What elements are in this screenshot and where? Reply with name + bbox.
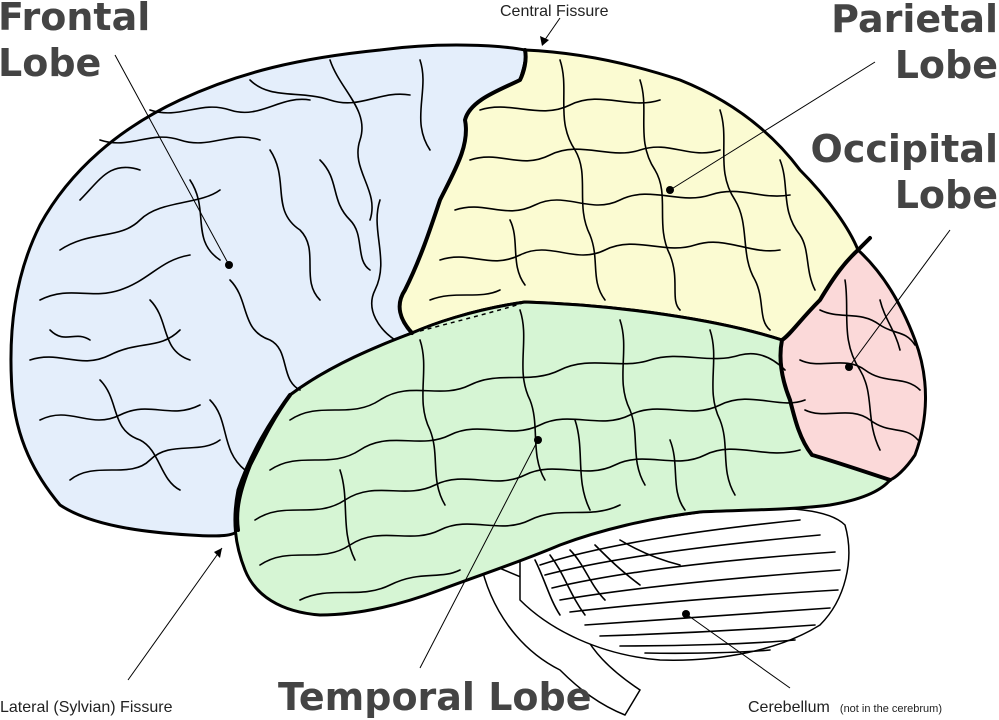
occipital-dot — [845, 363, 853, 371]
parietal-dot — [666, 186, 674, 194]
central-fissure-arrowhead — [540, 36, 549, 46]
occipital-boundary-line — [778, 248, 892, 482]
parietal-temporal-dashed-boundary — [411, 301, 783, 341]
temporal-leader-line — [419, 439, 539, 669]
parietal-label-line2: Lobe — [895, 43, 998, 87]
frontal-label-line1: Frontal — [0, 0, 150, 39]
temporal-gyri — [254, 309, 806, 601]
parietal-gyri — [429, 59, 816, 331]
lateral-fissure-line — [235, 393, 292, 532]
occipital-label-line2: Lobe — [895, 173, 998, 217]
lateral-fissure-label: Lateral (Sylvian) Fissure — [0, 699, 173, 716]
frontal-gyri — [29, 59, 431, 491]
cerebellum-leader-line — [685, 613, 791, 689]
lateral-fissure-leader-line — [127, 547, 223, 681]
cerebellum-region — [478, 507, 850, 716]
frontal-leader-line — [114, 54, 230, 266]
leader-lines — [114, 17, 951, 689]
temporal-dot — [534, 436, 542, 444]
cerebellum-note: (not in the cerebrum) — [840, 703, 942, 715]
lateral-fissure-arrowhead — [214, 548, 222, 558]
occipital-label-line1: Occipital — [811, 127, 998, 171]
frontal-label-line2: Lobe — [0, 41, 101, 85]
temporal-label: Temporal Lobe — [278, 675, 591, 719]
cerebellum-label: Cerebellum — [748, 699, 830, 716]
occipital-notch-tick — [856, 236, 872, 252]
central-fissure-label: Central Fissure — [500, 3, 609, 20]
parietal-label-line1: Parietal — [831, 0, 998, 41]
frontal-dot — [225, 261, 233, 269]
parietal-leader-line — [669, 61, 876, 191]
cerebellum-label-group: Cerebellum (not in the cerebrum) — [748, 697, 942, 716]
fissure-lines — [235, 48, 892, 532]
central-fissure-line — [397, 48, 528, 335]
cerebellum-folia — [534, 519, 841, 655]
cerebellum-dot — [682, 610, 690, 618]
occipital-leader-line — [848, 229, 951, 368]
